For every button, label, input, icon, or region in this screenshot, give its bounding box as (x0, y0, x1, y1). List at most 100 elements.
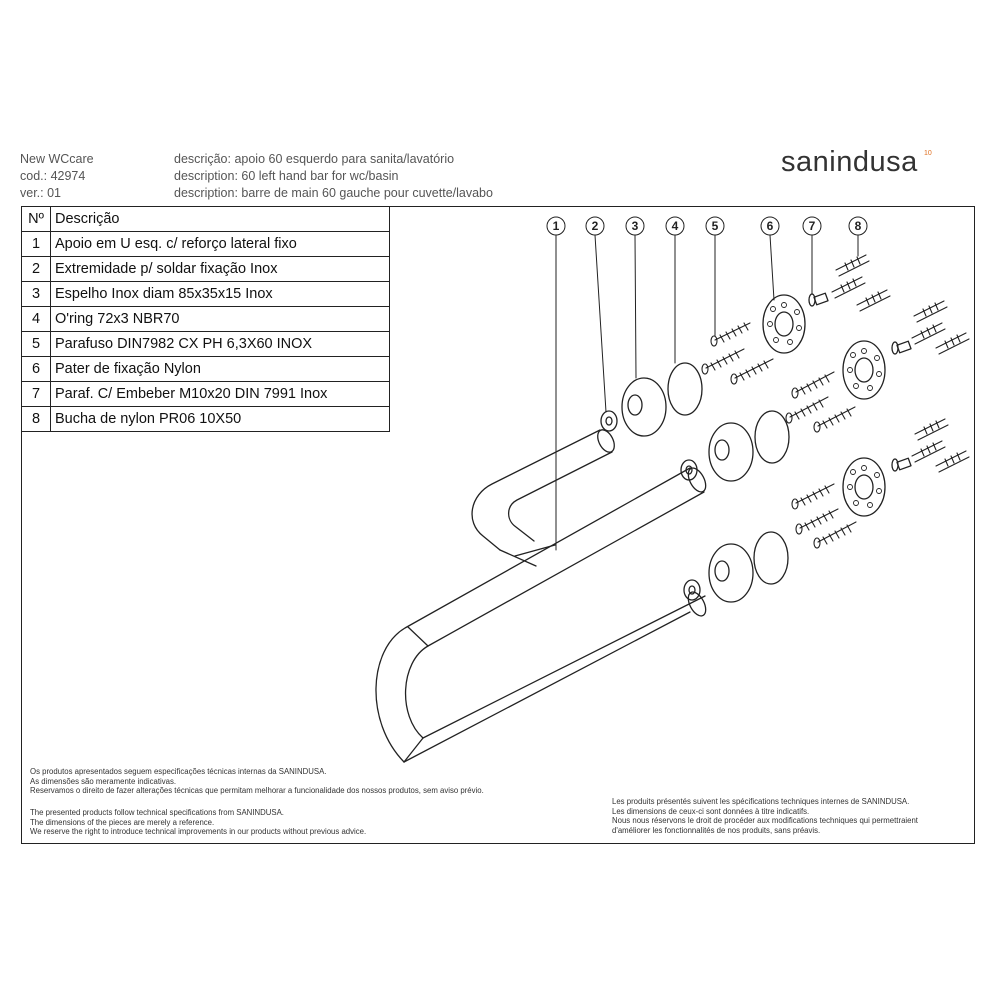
disclaimer-line: The presented products follow technical … (30, 808, 284, 817)
screw (813, 406, 856, 433)
part-description: Paraf. C/ Embeber M10x20 DIN 7991 Inox (50, 381, 390, 407)
wall-plug (831, 276, 866, 299)
brand-logo: sanindusa 10 (781, 146, 932, 179)
end-cap (683, 579, 701, 601)
escutcheon-plates (621, 377, 754, 603)
wall-plug (911, 322, 946, 345)
mounting-plate (762, 294, 806, 354)
bolt (891, 457, 912, 472)
grab-bar (375, 429, 707, 763)
disclaimer-en: The presented products follow technical … (30, 808, 366, 837)
bolt (808, 292, 829, 307)
o-ring (667, 362, 703, 416)
screw (701, 348, 745, 375)
disclaimer-line: Os produtos apresentados seguem especifi… (30, 767, 327, 776)
screw (795, 508, 839, 535)
disclaimer-line: As dimensões são meramente indicativas. (30, 776, 177, 786)
logo-text-b: indusa (829, 146, 918, 178)
nylon-mounting-plates (762, 294, 886, 517)
bar-right-end-bottom (687, 591, 707, 617)
description-pt: descrição: apoio 60 esquerdo para sanita… (174, 152, 455, 166)
disclaimer-line: We reserve the right to introduce techni… (30, 827, 367, 837)
part-description: O'ring 72x3 NBR70 (50, 306, 390, 332)
callout-label: 5 (712, 219, 719, 233)
logo-text-a: san (781, 146, 830, 178)
bar-weld-lines (403, 626, 429, 763)
part-description: Parafuso DIN7982 CX PH 6,3X60 INOX (50, 331, 390, 357)
escutcheon-plate (708, 543, 754, 603)
part-number: 7 (21, 381, 51, 407)
mounting-plate (842, 457, 886, 517)
callout-6: 6 (760, 216, 780, 301)
callout-8: 8 (848, 216, 868, 257)
wall-plug (913, 300, 948, 323)
mounting-screws (701, 322, 857, 549)
disclaimer-line: The dimensions of the pieces are merely … (30, 817, 215, 827)
wall-plug (856, 289, 891, 312)
part-number: 3 (21, 281, 51, 307)
wall-plug (914, 418, 949, 441)
bolt (891, 340, 912, 355)
screw (785, 396, 829, 424)
part-description: Pater de fixação Nylon (50, 356, 390, 382)
screw (730, 358, 774, 385)
callout-1: 1 (546, 216, 566, 551)
callout-label: 4 (672, 219, 679, 233)
end-cap (600, 410, 618, 432)
disclaimer-line: Les produits présentés suivent les spéci… (612, 797, 910, 806)
disclaimer-line: Nous nous réservons le droit de procéder… (612, 816, 918, 826)
product-version: ver.: 01 (20, 186, 61, 200)
wall-plug (935, 450, 970, 473)
part-number: 4 (21, 306, 51, 332)
callout-label: 2 (592, 219, 599, 233)
disclaimer-line: d'améliorer les fonctionnalités de nos p… (612, 825, 821, 835)
bar-return-arm (403, 611, 691, 763)
callout-label: 6 (767, 219, 774, 233)
screw (813, 521, 857, 549)
bar-upper-end (597, 429, 615, 453)
callout-label: 7 (809, 219, 816, 233)
description-fr: description: barre de main 60 gauche pou… (174, 186, 493, 200)
escutcheon-plate (708, 422, 754, 482)
wall-plug (911, 440, 946, 463)
screw (791, 371, 835, 399)
screw (710, 322, 751, 347)
countersunk-bolts (808, 292, 912, 472)
product-code: cod.: 42974 (20, 169, 86, 183)
callout-label: 3 (632, 219, 639, 233)
wall-plug (935, 332, 970, 355)
part-description: Bucha de nylon PR06 10X50 (50, 406, 390, 432)
product-meta: New WCcare cod.: 42974 ver.: 01 (20, 151, 94, 202)
o-rings (667, 362, 790, 585)
callout-4: 4 (665, 216, 685, 364)
disclaimer-fr: Les produits présentés suivent les spéci… (612, 797, 918, 835)
disclaimer-line: Reservamos o direito de fazer alterações… (30, 786, 484, 796)
callout-7: 7 (802, 216, 822, 295)
bar-lower-arm (375, 467, 691, 763)
o-ring (753, 531, 789, 585)
mounting-plate (842, 340, 886, 400)
callout-2: 2 (585, 216, 607, 413)
callout-5: 5 (705, 216, 725, 337)
part-description: Apoio em U esq. c/ reforço lateral fixo (50, 231, 390, 257)
wall-plugs (831, 254, 970, 473)
o-ring (754, 410, 790, 464)
callout-label: 1 (553, 219, 560, 233)
product-descriptions: descrição: apoio 60 esquerdo para sanita… (174, 151, 493, 202)
bar-lower-arm-inner (404, 491, 706, 739)
product-line: New WCcare (20, 152, 94, 166)
part-description: Espelho Inox diam 85x35x15 Inox (50, 281, 390, 307)
screw (791, 483, 835, 510)
description-en: description: 60 left hand bar for wc/bas… (174, 169, 399, 183)
logo-mark: 10 (923, 150, 932, 157)
bar-upper-arm (471, 429, 601, 551)
